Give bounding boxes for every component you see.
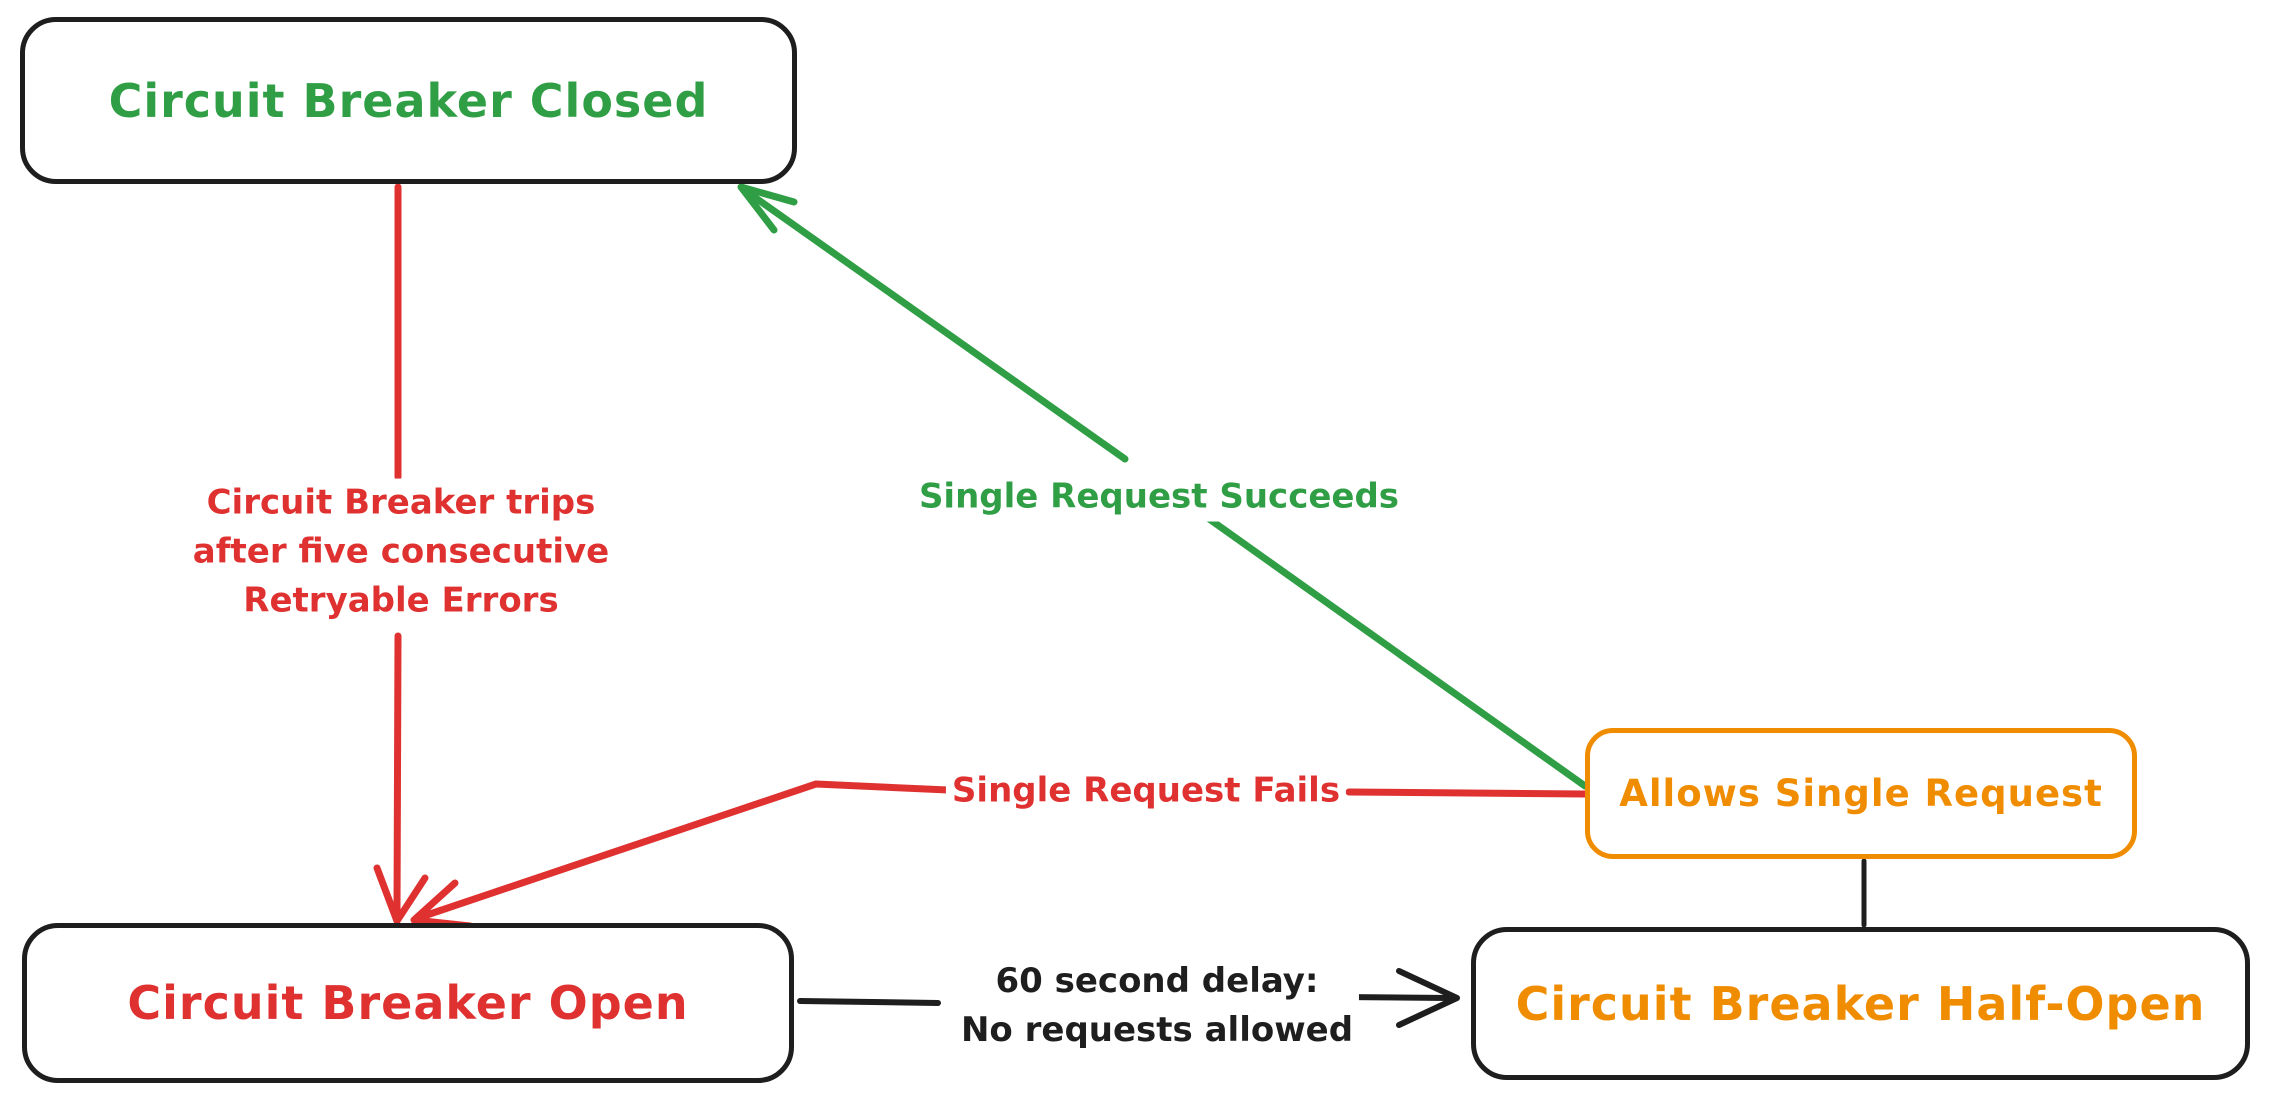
node-circuit-breaker-open: Circuit Breaker Open	[22, 923, 794, 1083]
arrowhead-succeeds-icon	[737, 183, 798, 234]
edge-single-request-succeeds-line	[737, 183, 1589, 790]
node-allows-single-request-label: Allows Single Request	[1619, 772, 2103, 815]
edge-trip-line	[373, 183, 429, 925]
arrowhead-trip-icon	[373, 864, 429, 925]
node-circuit-breaker-open-label: Circuit Breaker Open	[127, 976, 689, 1030]
node-circuit-breaker-closed-label: Circuit Breaker Closed	[108, 73, 709, 128]
node-circuit-breaker-closed: Circuit Breaker Closed	[20, 17, 797, 184]
node-circuit-breaker-half-open-label: Circuit Breaker Half-Open	[1515, 976, 2206, 1031]
edge-label-delay: 60 second delay: No requests allowed	[954, 957, 1360, 1055]
node-allows-single-request: Allows Single Request	[1585, 728, 2137, 859]
edge-label-trip: Circuit Breaker trips after five consecu…	[186, 478, 616, 626]
edge-label-single-request-fails: Single Request Fails	[945, 766, 1347, 816]
node-circuit-breaker-half-open: Circuit Breaker Half-Open	[1471, 927, 2250, 1080]
edge-label-single-request-succeeds: Single Request Succeeds	[912, 472, 1406, 522]
arrowhead-delay-icon	[1396, 968, 1460, 1028]
